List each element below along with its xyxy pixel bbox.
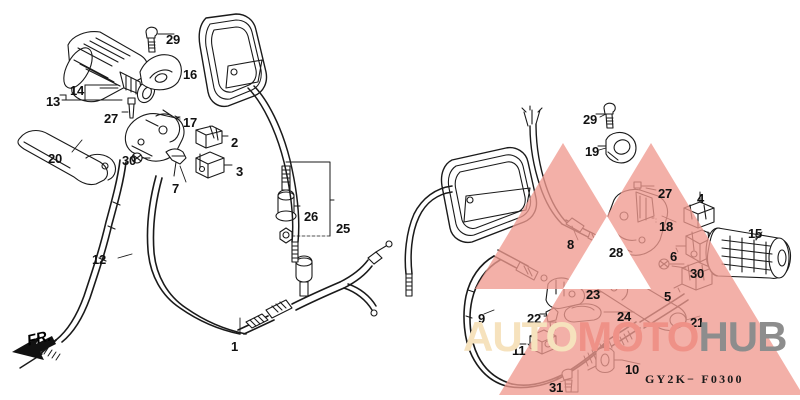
left-mirror — [198, 13, 300, 263]
callout-31: 31 — [549, 380, 564, 395]
callout-6: 6 — [670, 249, 678, 264]
right-mirror — [404, 146, 538, 297]
callout-1: 1 — [231, 339, 239, 354]
callout-27b: 27 — [658, 186, 673, 201]
switch-3 — [195, 151, 233, 179]
callout-29: 29 — [166, 32, 181, 47]
callout-20: 20 — [48, 151, 63, 166]
callout-16: 16 — [183, 67, 198, 82]
callout-7: 7 — [172, 181, 180, 196]
bolt-29 — [145, 26, 175, 53]
callout-30b: 30 — [690, 266, 705, 281]
callout-4: 4 — [697, 191, 705, 206]
callout-9: 9 — [478, 311, 486, 326]
callout-24: 24 — [617, 309, 632, 324]
callout-13: 13 — [46, 94, 61, 109]
callout-23: 23 — [586, 287, 601, 302]
part-number-label: GY2K− F0300 — [645, 372, 744, 386]
callout-10: 10 — [625, 362, 640, 377]
callout-3: 3 — [236, 164, 244, 179]
callout-27: 27 — [104, 111, 119, 126]
callout-19: 19 — [585, 144, 600, 159]
callout-17: 17 — [183, 115, 198, 130]
bracket-25 — [285, 161, 335, 237]
cable-adjuster-7 — [165, 148, 187, 177]
callout-22: 22 — [527, 311, 542, 326]
wordmark-auto: AUTO — [463, 313, 578, 360]
callout-11: 11 — [512, 343, 526, 358]
callout-26: 26 — [304, 209, 319, 224]
wordmark-text: AUTOMOTOHUB — [463, 313, 787, 360]
washer-30-left — [131, 152, 151, 164]
clamp-19 — [597, 131, 637, 164]
switch-2 — [195, 125, 229, 149]
callout-28: 28 — [609, 245, 624, 260]
wordmark-moto: MOTO — [577, 313, 699, 360]
clutch-lever-20 — [17, 129, 117, 186]
left-handlebar-grip — [63, 31, 156, 104]
callout-18: 18 — [659, 219, 674, 234]
callout-14: 14 — [70, 83, 85, 98]
front-direction-label: FR. — [25, 327, 53, 350]
wordmark-hub: HUB — [698, 313, 787, 360]
callout-8: 8 — [567, 237, 575, 252]
lever-cover-16 — [139, 54, 182, 91]
screw-27 — [121, 97, 136, 119]
callout-21: 21 — [690, 315, 705, 330]
callout-25: 25 — [336, 221, 351, 236]
callout-29b: 29 — [583, 112, 598, 127]
bolt-29-right — [595, 102, 616, 129]
callout-30: 30 — [122, 153, 137, 168]
callout-5: 5 — [664, 289, 672, 304]
lever-perch-17 — [124, 109, 185, 162]
grommet-26-lower — [295, 255, 313, 297]
callout-12: 12 — [92, 252, 107, 267]
fr-direction-arrow — [12, 336, 56, 360]
callout-2: 2 — [231, 135, 239, 150]
callout-15: 15 — [748, 226, 763, 241]
